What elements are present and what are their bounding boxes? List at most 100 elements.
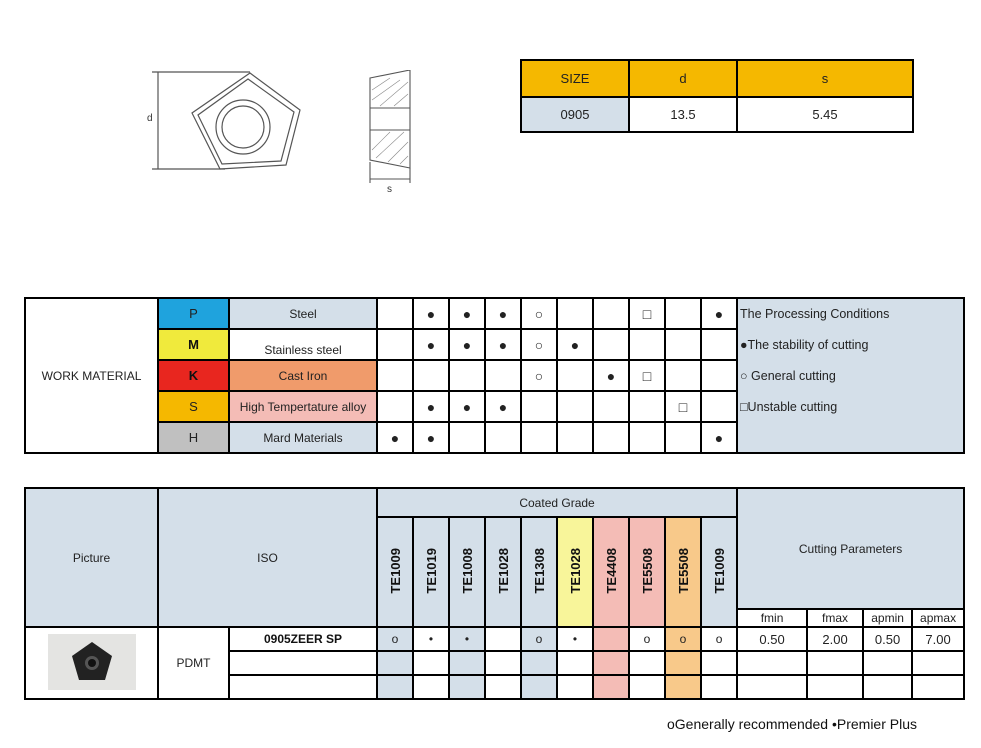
grade-mark <box>700 674 739 700</box>
cutting-parameters-header: Cutting Parameters <box>736 487 966 610</box>
suitability-mark: ● <box>484 390 522 423</box>
grade-header: TE1009 <box>700 516 739 628</box>
param-value: 7.00 <box>911 626 966 652</box>
param-header: fmin <box>736 608 809 628</box>
d-dimension-label: d <box>147 113 153 124</box>
grade-mark: o <box>700 626 739 652</box>
suitability-mark <box>520 390 558 423</box>
grade-mark <box>448 674 487 700</box>
suitability-mark <box>628 390 666 423</box>
insert-photo <box>47 633 136 690</box>
grade-header: TE1008 <box>448 516 487 628</box>
grade-mark <box>664 650 703 676</box>
suitability-mark: □ <box>628 359 666 392</box>
grade-header: TE1308 <box>520 516 559 628</box>
grade-label: TE1028 <box>495 547 511 594</box>
suitability-mark: ● <box>700 297 738 330</box>
insert-code <box>227 650 379 676</box>
suitability-mark <box>592 390 630 423</box>
insert-top-view-drawing: d <box>147 71 301 170</box>
iso-header: ISO <box>156 487 379 628</box>
grade-mark: • <box>448 626 487 652</box>
grade-header: TE1019 <box>412 516 451 628</box>
grade-mark <box>664 674 703 700</box>
insert-side-view-drawing: s <box>369 70 411 195</box>
suitability-mark <box>592 328 630 361</box>
param-header: apmin <box>862 608 914 628</box>
suitability-mark: ● <box>412 421 450 454</box>
suitability-mark: ● <box>448 328 486 361</box>
grade-mark: o <box>376 626 415 652</box>
grade-label: TE5508 <box>675 547 691 594</box>
legend-item: ●The stability of cutting <box>740 338 869 352</box>
material-code: K <box>157 359 230 392</box>
suitability-mark <box>484 421 522 454</box>
grade-mark <box>520 650 559 676</box>
grade-mark: o <box>520 626 559 652</box>
param-value <box>862 650 914 676</box>
grade-label: TE1019 <box>423 547 439 594</box>
size-header: SIZE <box>520 59 630 98</box>
param-value <box>806 650 865 676</box>
material-name: Cast Iron <box>228 359 378 392</box>
size-table: SIZE d s 0905 13.5 5.45 <box>520 59 914 133</box>
param-header: fmax <box>806 608 865 628</box>
suitability-mark: ○ <box>520 359 558 392</box>
param-value <box>736 650 809 676</box>
suitability-mark <box>376 390 414 423</box>
suitability-mark <box>376 328 414 361</box>
grade-mark <box>376 674 415 700</box>
grade-header: TE1028 <box>484 516 523 628</box>
grade-mark <box>628 650 667 676</box>
suitability-mark <box>556 390 594 423</box>
param-header: apmax <box>911 608 966 628</box>
suitability-mark <box>664 328 702 361</box>
d-value: 13.5 <box>628 96 738 133</box>
grade-mark <box>556 674 595 700</box>
grade-mark <box>592 674 631 700</box>
grade-mark <box>628 674 667 700</box>
coated-grade-header: Coated Grade <box>376 487 739 518</box>
suitability-mark <box>664 297 702 330</box>
grade-mark <box>376 650 415 676</box>
suitability-mark <box>556 421 594 454</box>
material-name: High Tempertature alloy <box>228 390 378 423</box>
suitability-mark: ● <box>448 297 486 330</box>
grade-mark <box>484 650 523 676</box>
iso-type: PDMT <box>157 626 230 700</box>
material-code: H <box>157 421 230 454</box>
grade-mark <box>556 650 595 676</box>
suitability-mark <box>592 421 630 454</box>
grade-header: TE4408 <box>592 516 631 628</box>
param-value <box>736 674 809 700</box>
grade-mark <box>484 674 523 700</box>
suitability-mark: ● <box>412 328 450 361</box>
s-dimension-label: s <box>387 184 392 195</box>
grade-mark: o <box>628 626 667 652</box>
grade-label: TE1028 <box>567 547 583 594</box>
suitability-mark: ● <box>484 297 522 330</box>
grade-header: TE5508 <box>664 516 703 628</box>
param-value: 0.50 <box>736 626 809 652</box>
param-value <box>911 674 966 700</box>
suitability-mark: ● <box>556 328 594 361</box>
size-value: 0905 <box>520 96 630 133</box>
suitability-mark <box>664 421 702 454</box>
grade-mark <box>484 626 523 652</box>
grade-mark <box>592 626 631 652</box>
grade-mark <box>412 650 451 676</box>
material-code: P <box>157 297 230 330</box>
s-header: s <box>736 59 914 98</box>
grade-mark: o <box>664 626 703 652</box>
param-value <box>911 650 966 676</box>
suitability-mark <box>376 359 414 392</box>
material-code: M <box>157 328 230 361</box>
grade-mark <box>448 650 487 676</box>
suitability-mark <box>592 297 630 330</box>
